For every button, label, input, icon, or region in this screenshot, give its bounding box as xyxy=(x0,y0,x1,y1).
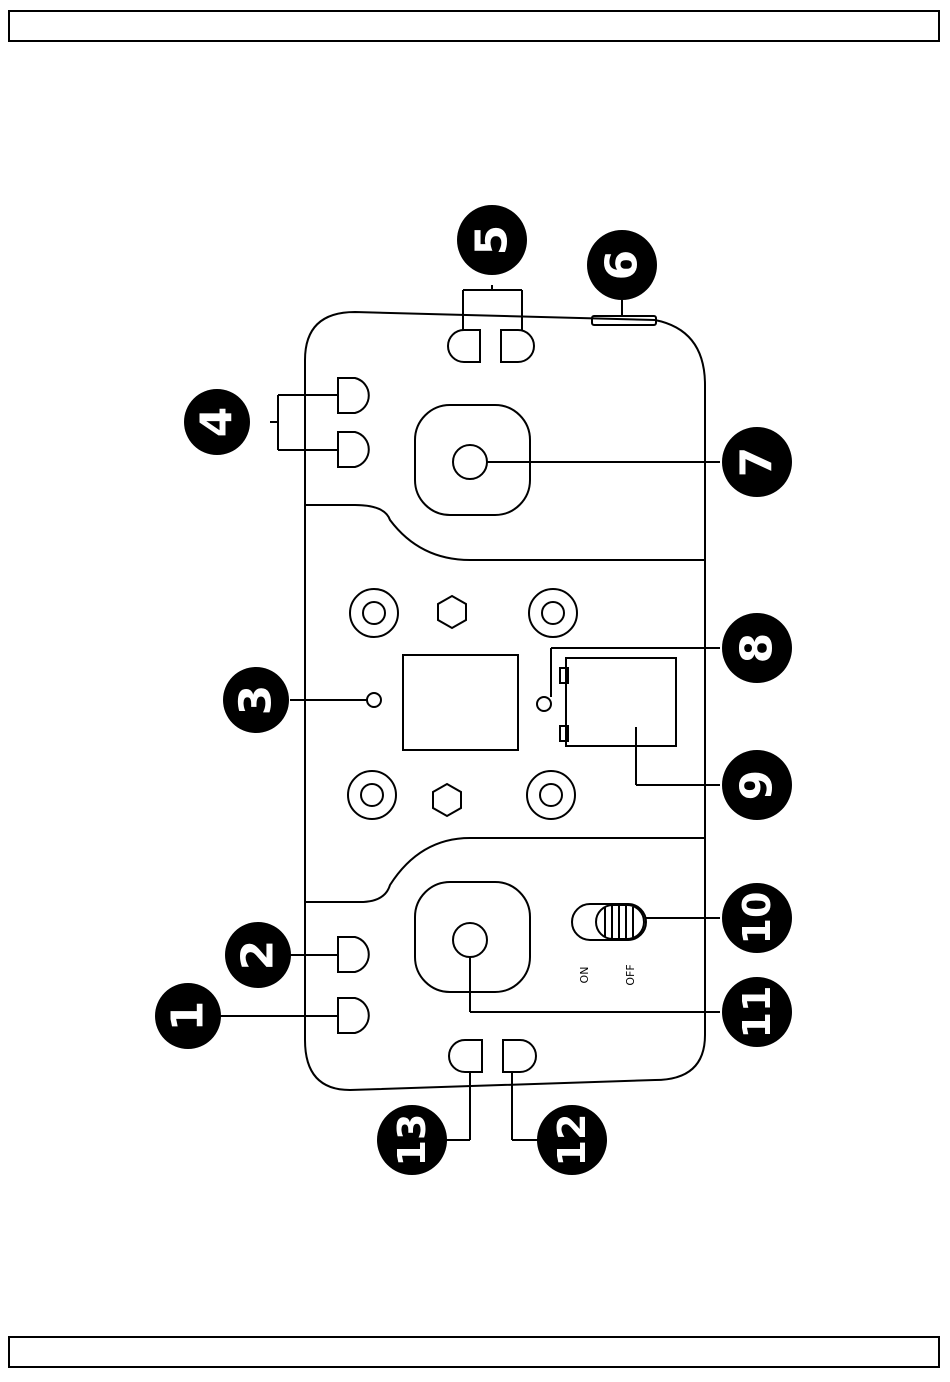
socket-4a[interactable] xyxy=(338,378,369,413)
callout-10: 10 xyxy=(722,883,792,953)
callout-9-number: 9 xyxy=(732,770,783,801)
callout-8-number: 8 xyxy=(732,633,783,664)
screw-bottom-right xyxy=(527,771,575,819)
bottom-button-housing xyxy=(415,882,530,992)
callout-3: 3 xyxy=(223,667,289,733)
callout-5: 5 xyxy=(457,205,527,275)
callout-9: 9 xyxy=(722,750,792,820)
callout-7: 7 xyxy=(722,427,792,497)
top-round-button[interactable] xyxy=(453,445,487,479)
socket-13[interactable] xyxy=(449,1040,482,1072)
callout-8: 8 xyxy=(722,613,792,683)
callout-2-number: 2 xyxy=(233,940,284,971)
switch-off-label: OFF xyxy=(624,964,637,985)
callout-1: 1 xyxy=(155,983,221,1049)
indicator-hole-8 xyxy=(537,697,551,711)
hex-nut-top xyxy=(438,596,466,628)
indicator-hole-3 xyxy=(367,693,381,707)
callout-10-number: 10 xyxy=(735,892,779,945)
callout-3-number: 3 xyxy=(231,685,282,716)
slide-switch-10[interactable] xyxy=(572,904,646,940)
top-button-housing xyxy=(415,405,530,515)
leader-lines xyxy=(220,285,720,1140)
callout-2: 2 xyxy=(225,922,291,988)
socket-12[interactable] xyxy=(503,1040,536,1072)
bottom-round-button[interactable] xyxy=(453,923,487,957)
callout-13: 13 xyxy=(377,1105,447,1175)
callout-6-number: 6 xyxy=(597,250,648,281)
switch-on-label: ON xyxy=(578,967,591,984)
callout-12: 12 xyxy=(537,1105,607,1175)
callout-12-number: 12 xyxy=(550,1114,594,1167)
callout-4-number: 4 xyxy=(192,407,243,438)
center-square-panel xyxy=(403,655,518,750)
socket-4b[interactable] xyxy=(338,432,369,467)
callout-11: 11 xyxy=(722,977,792,1047)
callout-13-number: 13 xyxy=(390,1114,434,1167)
callout-4: 4 xyxy=(184,389,250,455)
callout-7-number: 7 xyxy=(732,447,783,478)
compartment-9 xyxy=(566,658,676,746)
lower-section-divider xyxy=(305,838,705,902)
callout-11-number: 11 xyxy=(735,986,779,1039)
socket-5a[interactable] xyxy=(448,330,480,362)
screw-top-right xyxy=(529,589,577,637)
socket-2[interactable] xyxy=(338,937,369,972)
callout-5-number: 5 xyxy=(467,225,518,256)
socket-5b[interactable] xyxy=(501,330,534,362)
callout-6: 6 xyxy=(587,230,657,300)
screw-top-left xyxy=(350,589,398,637)
hex-nut-bottom xyxy=(433,784,461,816)
callout-1-number: 1 xyxy=(163,1001,214,1032)
socket-1[interactable] xyxy=(338,998,369,1033)
screw-bottom-left xyxy=(348,771,396,819)
